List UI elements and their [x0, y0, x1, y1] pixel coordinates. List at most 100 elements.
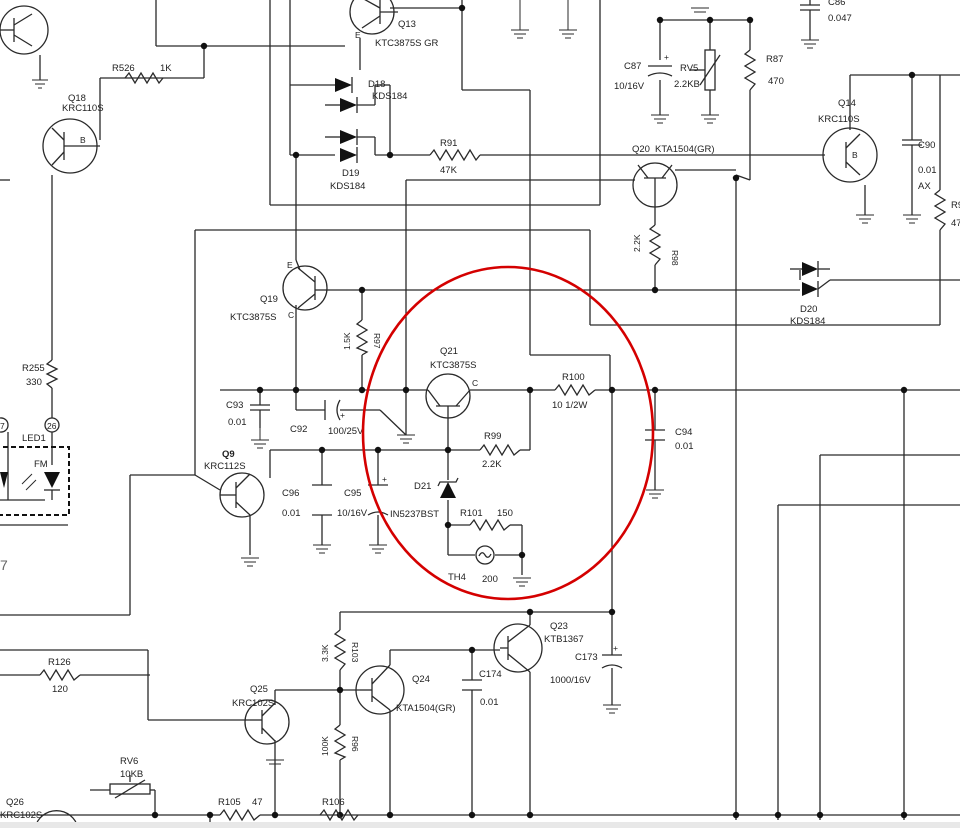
q24-ref: Q24: [412, 674, 430, 685]
junction-dots: [151, 4, 916, 819]
q21-part: KTC3875S: [430, 360, 476, 371]
c95-ref: C95: [344, 488, 361, 499]
led-ref: LED1: [22, 433, 46, 444]
q13-ref: Q13: [398, 19, 416, 30]
resistor-r106: R106: [319, 797, 359, 822]
q13-part: KTC3875S GR: [375, 38, 438, 49]
transistor-q-topleft: [0, 5, 49, 55]
r9-ref: R9: [951, 200, 960, 211]
r126-value: 120: [52, 684, 68, 695]
r87-ref: R87: [766, 54, 783, 65]
capacitor-c92: + C92 100/25V: [290, 399, 364, 437]
transistor-q13: E Q13 KTC3875S GR: [349, 0, 438, 49]
q13-pin-e: E: [355, 30, 361, 40]
r101-value: 150: [497, 508, 513, 519]
c90-value: 0.01: [918, 165, 937, 176]
c92-value: 100/25V: [328, 426, 364, 437]
c92-ref: C92: [290, 424, 307, 435]
resistor-r96: 100K R96: [320, 724, 360, 761]
r97-ref: R97: [372, 333, 382, 349]
c87-plus: +: [664, 52, 669, 62]
transistor-q19: E C Q19 KTC3875S: [230, 260, 330, 323]
c87-value: 10/16V: [614, 81, 645, 92]
resistor-r126: R126 120: [39, 657, 81, 695]
r255-value: 330: [26, 377, 42, 388]
diode-d20: D20 KDS184: [790, 261, 831, 327]
potentiometer-rv6: RV6 10KB: [109, 756, 151, 799]
th4-value: 200: [482, 574, 498, 585]
d20-ref: D20: [800, 304, 817, 315]
q25-ref: Q25: [250, 684, 268, 695]
c93-value: 0.01: [228, 417, 247, 428]
rv5-ref: RV5: [680, 63, 698, 74]
q14-part: KRC110S: [818, 114, 860, 125]
r100-ref: R100: [562, 372, 585, 383]
c95-value: 10/16V: [337, 508, 368, 519]
q20-part: KTA1504(GR): [655, 144, 714, 155]
q18-part: KRC110S: [62, 103, 104, 114]
r101-ref: R101: [460, 508, 483, 519]
c94-value: 0.01: [675, 441, 694, 452]
r526-ref: R526: [112, 63, 135, 74]
th4-ref: TH4: [448, 572, 466, 583]
diode-d19: D19 KDS184: [325, 129, 376, 192]
resistor-r103: 3.3K R103: [320, 629, 360, 671]
led-pin-a: 26: [47, 421, 57, 431]
c93-ref: C93: [226, 400, 243, 411]
capacitor-c94: C94 0.01: [645, 427, 694, 452]
r99-ref: R99: [484, 431, 501, 442]
c86-ref: C86: [828, 0, 845, 8]
r98-value: 2.2K: [632, 234, 642, 252]
resistor-r99: R99 2.2K: [479, 431, 521, 470]
q23-ref: Q23: [550, 621, 568, 632]
resistor-r526: R526 1K: [112, 63, 172, 85]
resistor-r100: R100 10 1/2W: [552, 372, 596, 411]
edge-digit: 7: [0, 557, 8, 573]
r96-value: 100K: [320, 736, 330, 756]
led-label: FM: [34, 459, 48, 470]
transistor-q24: Q24 KTA1504(GR): [355, 664, 455, 715]
led-pin-b: 7: [0, 421, 5, 431]
capacitor-c174: C174 0.01: [462, 669, 502, 708]
resistor-r101: R101 150: [460, 508, 513, 532]
resistor-r98: 2.2K R98: [632, 224, 680, 266]
q23-part: KTB1367: [544, 634, 584, 645]
r105-ref: R105: [218, 797, 241, 808]
c174-ref: C174: [479, 669, 502, 680]
rv6-ref: RV6: [120, 756, 138, 767]
q26-part: KRC102S: [0, 810, 42, 821]
transistor-q18: B Q18 KRC110S: [42, 93, 104, 174]
rv5-value: 2.2KB: [674, 79, 700, 90]
resistor-r255: R255 330: [22, 359, 59, 389]
c86-value: 0.047: [828, 13, 852, 24]
c173-ref: C173: [575, 652, 598, 663]
r98-ref: R98: [670, 250, 680, 266]
resistor-r97: 1.5K R97: [342, 319, 382, 356]
highlight-ellipse: [361, 265, 655, 601]
c87-ref: C87: [624, 61, 641, 72]
transistor-q9: Q9 KRC112S: [204, 449, 265, 518]
q14-ref: Q14: [838, 98, 856, 109]
resistor-r105: R105 47: [218, 797, 263, 822]
d21-part: IN5237BST: [390, 509, 439, 520]
c174-value: 0.01: [480, 697, 499, 708]
r91-value: 47K: [440, 165, 458, 176]
q18-ref: Q18: [68, 93, 86, 104]
r105-value: 47: [252, 797, 263, 808]
r97-value: 1.5K: [342, 332, 352, 350]
q19-pin-e: E: [287, 260, 293, 270]
transistor-q14: B Q14 KRC110S: [818, 98, 878, 183]
q21-pin-c: C: [472, 378, 478, 388]
diode-d18: D18 KDS184: [325, 77, 407, 113]
transistor-q26: Q26 KRC102S: [0, 797, 79, 828]
d20-part: KDS184: [790, 316, 825, 327]
r100-value: 10 1/2W: [552, 400, 587, 411]
c90-extra: AX: [918, 181, 931, 192]
r91-ref: R91: [440, 138, 457, 149]
r103-value: 3.3K: [320, 644, 330, 662]
q21-ref: Q21: [440, 346, 458, 357]
led-module: 26 7 LED1 FM 7: [0, 417, 70, 573]
ground-symbols: [32, 0, 921, 765]
